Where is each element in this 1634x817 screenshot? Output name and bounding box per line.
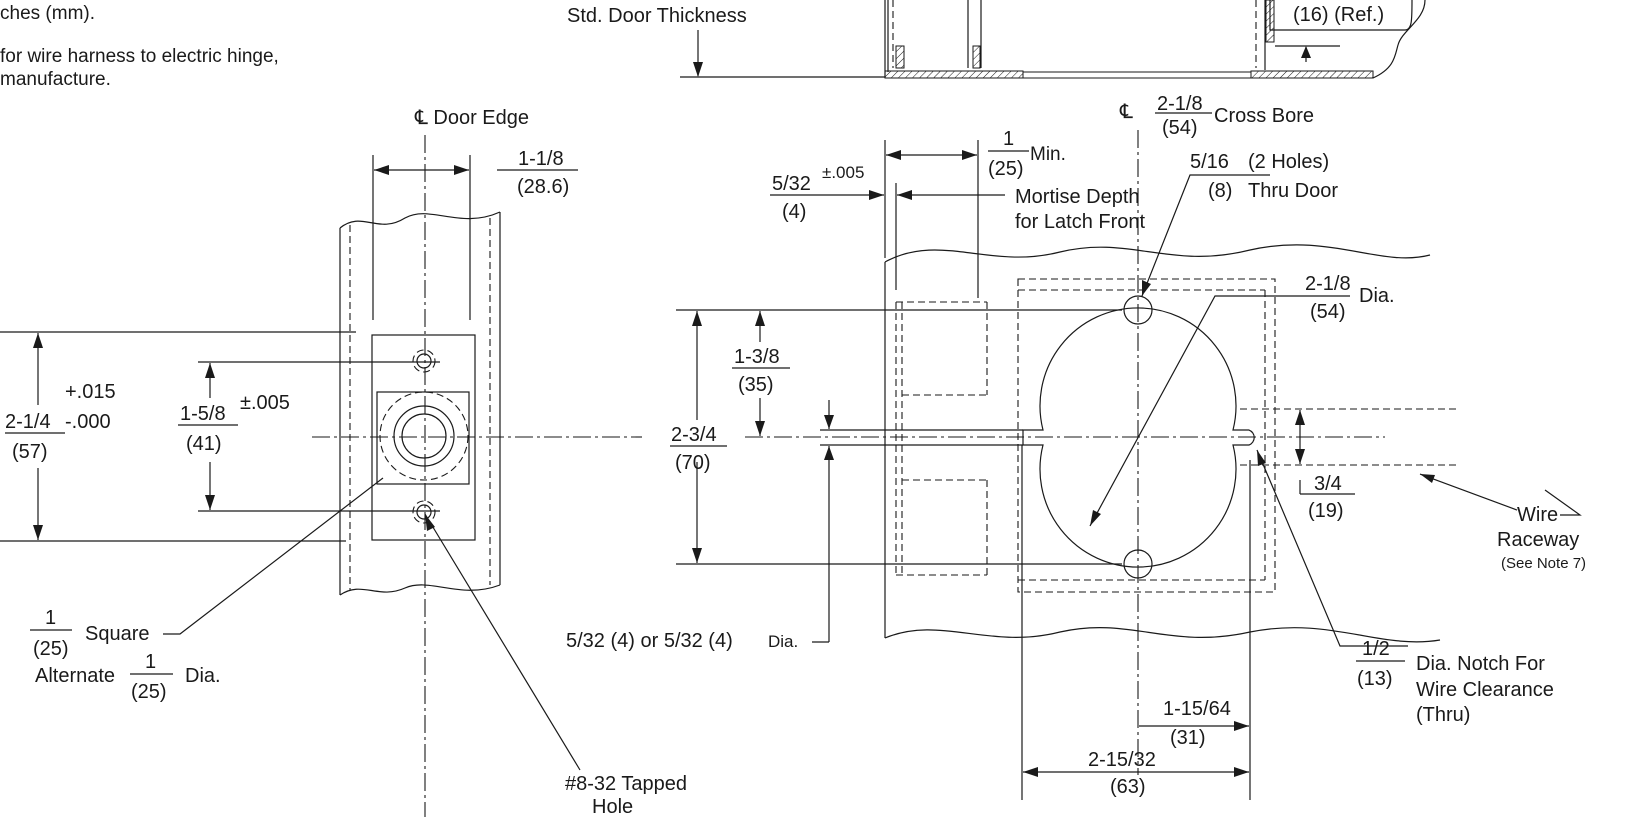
height-tol-minus: -.000 [65,411,111,433]
hole-span-numerator: 2-3/4 [671,424,717,446]
square-label: Square [85,623,150,645]
min-label: Min. [1030,144,1066,165]
thru-hole-top [1123,295,1153,325]
tapped-hole-leader [424,513,581,771]
overall-denominator: (63) [1110,776,1146,798]
alternate-denominator: (25) [131,681,167,703]
mortise-label-2: for Latch Front [1015,211,1146,233]
bore-numerator: 2-1/8 [1305,273,1351,295]
alternate-dia: Dia. [185,665,221,687]
notch-label-2: Wire Clearance [1416,679,1554,701]
height-denominator: (57) [12,441,48,463]
face-bottom-break [884,626,1441,643]
overall-numerator: 2-15/32 [1088,749,1156,771]
spacing-numerator: 1-5/8 [180,403,226,425]
height-numerator: 2-1/4 [5,411,51,433]
backset-numerator: 1-15/64 [1163,698,1231,720]
hole-span-denominator: (70) [675,452,711,474]
square-numerator: 1 [45,607,56,629]
cross-bore-label: Cross Bore [1214,105,1314,127]
top-section-view: Std. Door Thickness (16) (Ref.) ℄ 2-1/8 … [567,0,1426,139]
centerline-symbol: ℄ [1119,101,1133,123]
alternate-round-mortise [379,391,469,481]
bore-dia-leader [1089,295,1350,527]
hole-offset-numerator: 1-3/8 [734,346,780,368]
offset-numerator: 1-1/8 [518,148,564,170]
edge-bottom-break [339,584,501,596]
std-door-thickness-label: Std. Door Thickness [567,5,747,27]
mortise-label-1: Mortise Depth [1015,186,1140,208]
holes-leader [1141,174,1270,297]
section-hatch-left [895,45,905,69]
alternate-label: Alternate [35,665,115,687]
spacing-denominator: (41) [186,433,222,455]
holes-label-1: (2 Holes) [1248,151,1329,173]
mortise-numerator: 5/32 [772,173,811,195]
hole-offset-denominator: (35) [738,374,774,396]
holes-label-2: Thru Door [1248,180,1338,202]
holes-denominator: (8) [1208,180,1232,202]
raceway-label-2: Raceway [1497,529,1579,551]
mortise-denominator: (4) [782,201,806,223]
latch-dia-suffix: Dia. [768,632,798,651]
raceway-numerator: 3/4 [1314,473,1342,495]
offset-denominator: (28.6) [517,176,569,198]
door-edge-view: ℄ Door Edge 1-1/8 (28.6) [0,107,687,817]
spindle-boss-outer [393,405,455,467]
notes-block: ches (mm). for wire harness to electric … [0,3,279,90]
cross-bore-denominator: (54) [1162,117,1198,139]
tapped-hole-top [416,353,432,369]
min-numerator: 1 [1003,128,1014,150]
raceway-label-3: (See Note 7) [1501,555,1586,572]
section-break-line [1372,0,1426,79]
height-tol-plus: +.015 [65,381,116,403]
square-mortise [376,391,470,485]
notch-denominator: (13) [1357,668,1393,690]
spindle-boss-inner [401,413,447,459]
raceway-denominator: (19) [1308,500,1344,522]
notch-numerator: 1/2 [1362,638,1390,660]
square-denominator: (25) [33,638,69,660]
note-line-2: for wire harness to electric hinge, [0,46,279,67]
edge-top-break [339,211,501,229]
spacing-tolerance: ±.005 [240,392,290,414]
section-hatch-bottom-right [1250,70,1374,79]
tapped-hole-label-2: Hole [592,796,633,817]
alternate-numerator: 1 [145,651,156,673]
note-line-3: manufacture. [0,69,111,90]
latch-case-outline [1017,278,1276,593]
raceway-label-1: Wire [1517,504,1558,526]
bore-dia-label: Dia. [1359,285,1395,307]
min-denominator: (25) [988,158,1024,180]
cross-bore-numerator: 2-1/8 [1157,93,1203,115]
section-hatch-bottom-left [884,70,1024,79]
notch-label-1: Dia. Notch For [1416,653,1545,675]
door-thickness-arrow [693,62,703,77]
tapped-hole-label-1: #8-32 Tapped [565,773,687,795]
notch-leader [1256,449,1408,647]
mortise-tolerance: ±.005 [822,163,864,182]
square-leader [163,477,384,635]
thru-hole-bottom [1123,549,1153,579]
door-edge-label: ℄ Door Edge [414,107,529,129]
latch-dia-text: 5/32 (4) or 5/32 (4) [566,630,733,652]
notch-label-3: (Thru) [1416,704,1470,726]
door-face-view: 2-3/4 (70) 1-3/8 (35) 5/32 (4) or 5/32 (… [566,128,1586,800]
tapped-hole-bottom [416,504,432,520]
face-top-break [884,244,1431,263]
ref-dimension-label: (16) (Ref.) [1293,4,1384,26]
cross-bore-slot [1022,71,1252,79]
cross-bore-circle [1022,307,1255,568]
holes-numerator: 5/16 [1190,151,1229,173]
bore-denominator: (54) [1310,301,1346,323]
backset-denominator: (31) [1170,727,1206,749]
note-line-1: ches (mm). [0,3,95,24]
